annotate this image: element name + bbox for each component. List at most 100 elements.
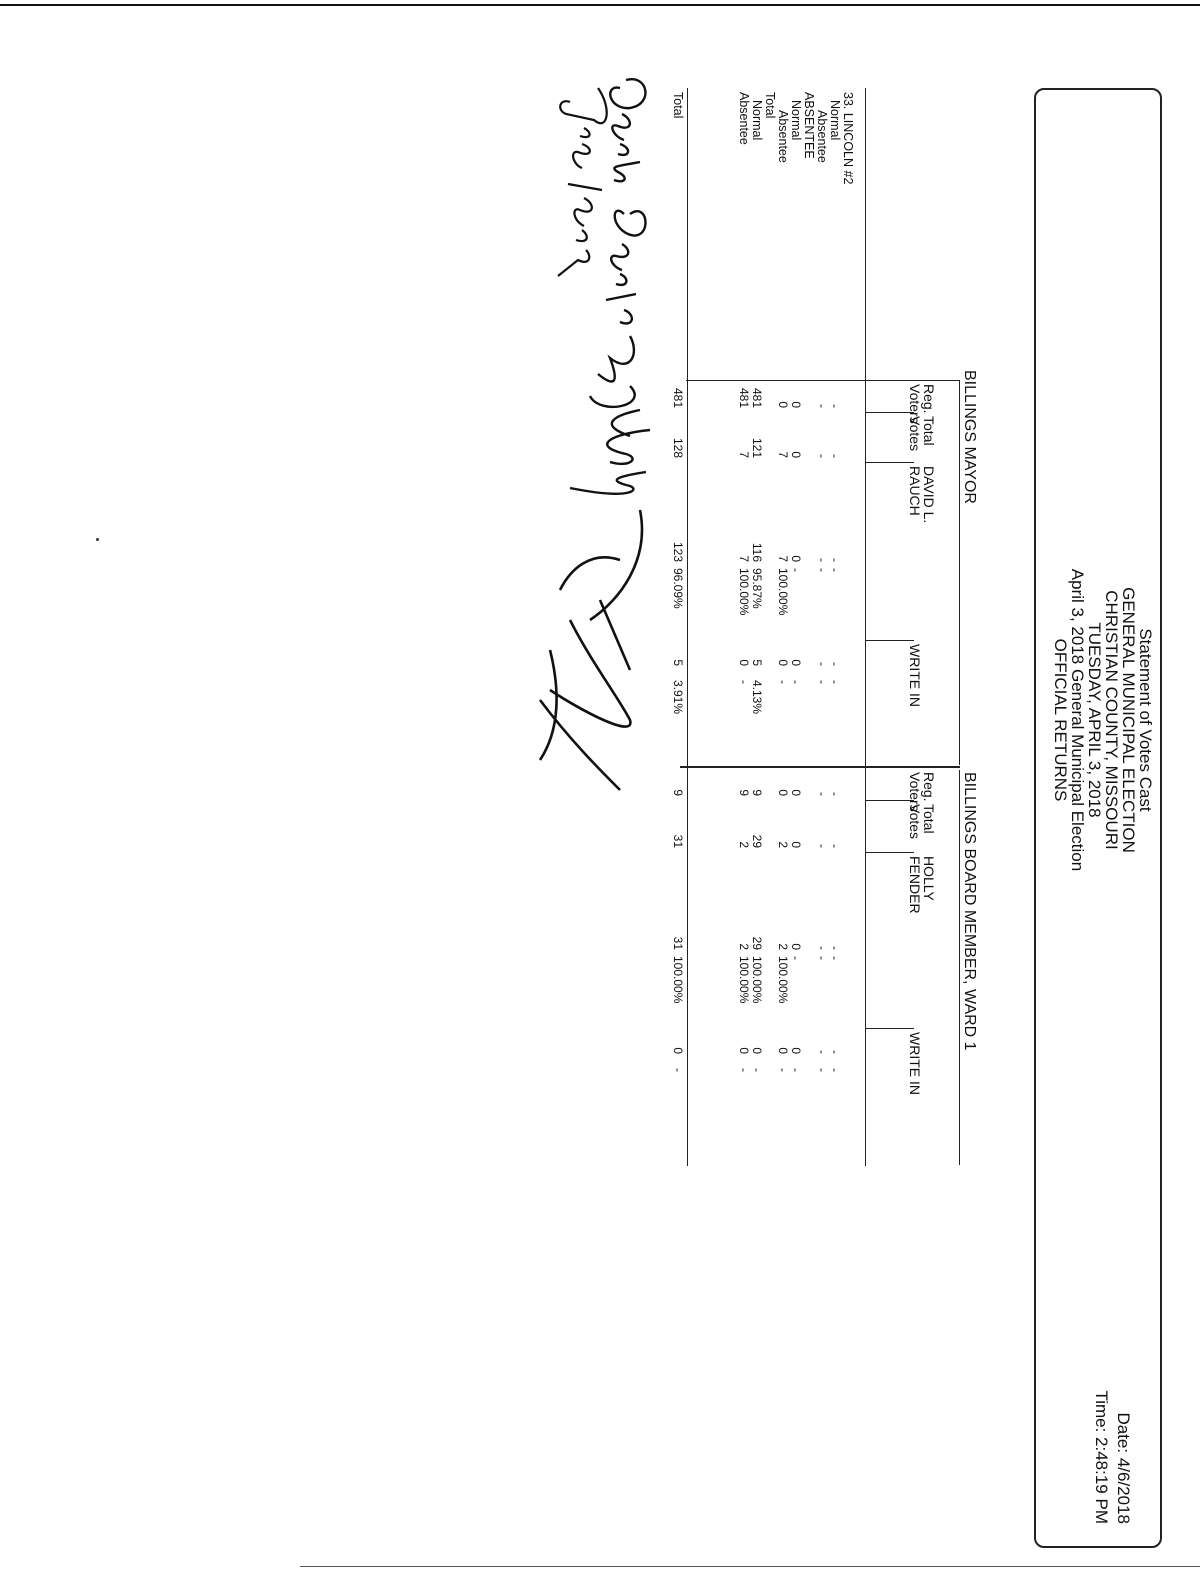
board-write-cell: 0 (789, 1047, 803, 1054)
rule-board-top (959, 770, 960, 1165)
mayor-reg-cell: 481 (737, 387, 751, 408)
mayor-cand-cell: 7 (776, 555, 790, 562)
rule-board-col2 (866, 852, 914, 853)
board-cand-cell: - (828, 946, 842, 950)
mayor-race-title: BILLINGS MAYOR (961, 370, 978, 504)
rule-mayor-col3 (866, 640, 914, 641)
mayor-cand_pct-cell: 100.00% (776, 568, 790, 616)
board-reg-cell: 9 (671, 789, 685, 796)
mayor-write-cell: 5 (671, 659, 685, 666)
board-cand_pct-cell: 100.00% (737, 956, 751, 1004)
board-cand_pct-cell: 100.00% (750, 956, 764, 1004)
rule-mayor-left (686, 380, 960, 381)
mayor-reg-cell: 481 (750, 387, 764, 408)
mayor-total-cell: 7 (776, 451, 790, 458)
mayor-reg-cell: - (828, 404, 842, 408)
board-write-cell: 0 (776, 1047, 790, 1054)
mayor-write-cell: - (815, 662, 829, 666)
mayor-total-cell: - (815, 454, 829, 458)
mayor-cand_pct-cell: - (815, 568, 829, 572)
mayor-write-cell: 0 (737, 659, 751, 666)
row-label: Total (763, 92, 777, 119)
mayor-reg-cell: 0 (789, 401, 803, 408)
mayor-reg-cell: - (815, 404, 829, 408)
signature-2 (557, 87, 608, 277)
board-cand-cell: 0 (789, 943, 803, 950)
mayor-write-cell: 0 (789, 659, 803, 666)
board-cand-cell: 31 (671, 936, 685, 950)
board-reg-cell: 0 (789, 789, 803, 796)
board-total-cell: 2 (776, 841, 790, 848)
board-total-cell: - (815, 844, 829, 848)
report-time: Time: 2:48:19 PM (1092, 1390, 1111, 1524)
row-label: Absentee (815, 110, 829, 163)
mayor-total-cell: 121 (750, 437, 764, 458)
rule-header-bottom (865, 88, 866, 1166)
scan-border-top (0, 4, 1200, 6)
mayor-col-candidate: DAVID L.RAUCH (907, 466, 937, 524)
mayor-total-cell: 0 (789, 451, 803, 458)
mayor-cand_pct-cell: 100.00% (737, 568, 751, 616)
board-cand_pct-cell: 100.00% (671, 956, 685, 1004)
scan-border-bottom (300, 1566, 1200, 1567)
board-write_pct-cell: - (750, 1068, 764, 1072)
rule-board-col3 (866, 1028, 914, 1029)
mayor-cand_pct-cell: - (828, 568, 842, 572)
row-label: ABSENTEE (802, 92, 816, 159)
header-title-block: Statement of Votes Cast GENERAL MUNICIPA… (1051, 420, 1155, 1020)
board-reg-cell: 0 (776, 789, 790, 796)
row-label: Normal (750, 100, 764, 141)
board-cand_pct-cell: - (828, 956, 842, 960)
header-line-1: Statement of Votes Cast (1136, 628, 1155, 812)
board-write_pct-cell: - (737, 1068, 751, 1072)
board-write_pct-cell: - (828, 1068, 842, 1072)
mayor-cand_pct-cell: 95.87% (750, 568, 764, 609)
mayor-cand_pct-cell: 96.09% (671, 568, 685, 609)
header-line-2: GENERAL MUNICIPAL ELECTION (1119, 587, 1138, 853)
board-cand_pct-cell: - (815, 956, 829, 960)
row-label: Normal (789, 100, 803, 141)
mayor-cand-cell: 116 (750, 542, 764, 562)
board-write-cell: 0 (671, 1047, 685, 1054)
board-cand-cell: 29 (750, 936, 764, 950)
mayor-col-write-in: WRITE IN (907, 644, 923, 707)
row-label: Normal (828, 100, 842, 141)
header-line-4: TUESDAY, APRIL 3, 2018 (1085, 622, 1104, 818)
board-write-cell: - (828, 1050, 842, 1054)
board-write-cell: 0 (737, 1047, 751, 1054)
board-write-cell: - (815, 1050, 829, 1054)
mayor-write_pct-cell: - (737, 680, 751, 684)
board-total-cell: 2 (737, 841, 751, 848)
scan-speck (96, 538, 99, 541)
mayor-write-cell: 0 (776, 659, 790, 666)
mayor-total-cell: 7 (737, 451, 751, 458)
mayor-write_pct-cell: - (789, 680, 803, 684)
mayor-write-cell: - (828, 662, 842, 666)
mayor-cand-cell: - (828, 558, 842, 562)
mayor-reg-cell: 0 (776, 401, 790, 408)
header-date-time: Date: 4/6/2018 Time: 2:48:19 PM (1090, 1390, 1134, 1524)
mayor-write-cell: 5 (750, 659, 764, 666)
header-line-3: CHRISTIAN COUNTY, MISSOURI (1102, 590, 1121, 850)
board-total-cell: 31 (671, 834, 685, 848)
board-write_pct-cell: - (671, 1068, 685, 1072)
row-label: Absentee (737, 92, 751, 145)
board-total-cell: 0 (789, 841, 803, 848)
board-reg-cell: 9 (737, 789, 751, 796)
signature-3 (569, 385, 651, 495)
board-write_pct-cell: - (815, 1068, 829, 1072)
board-write_pct-cell: - (776, 1068, 790, 1072)
board-reg-cell: - (828, 792, 842, 796)
rule-mayor-top (959, 380, 960, 765)
rule-divider (680, 766, 960, 768)
board-race-title: BILLINGS BOARD MEMBER, WARD 1 (961, 772, 978, 1051)
board-write_pct-cell: - (789, 1068, 803, 1072)
signature-4 (538, 509, 644, 791)
mayor-total-cell: 128 (671, 437, 685, 458)
rule-total-top (687, 88, 688, 1166)
board-reg-cell: 9 (750, 789, 764, 796)
